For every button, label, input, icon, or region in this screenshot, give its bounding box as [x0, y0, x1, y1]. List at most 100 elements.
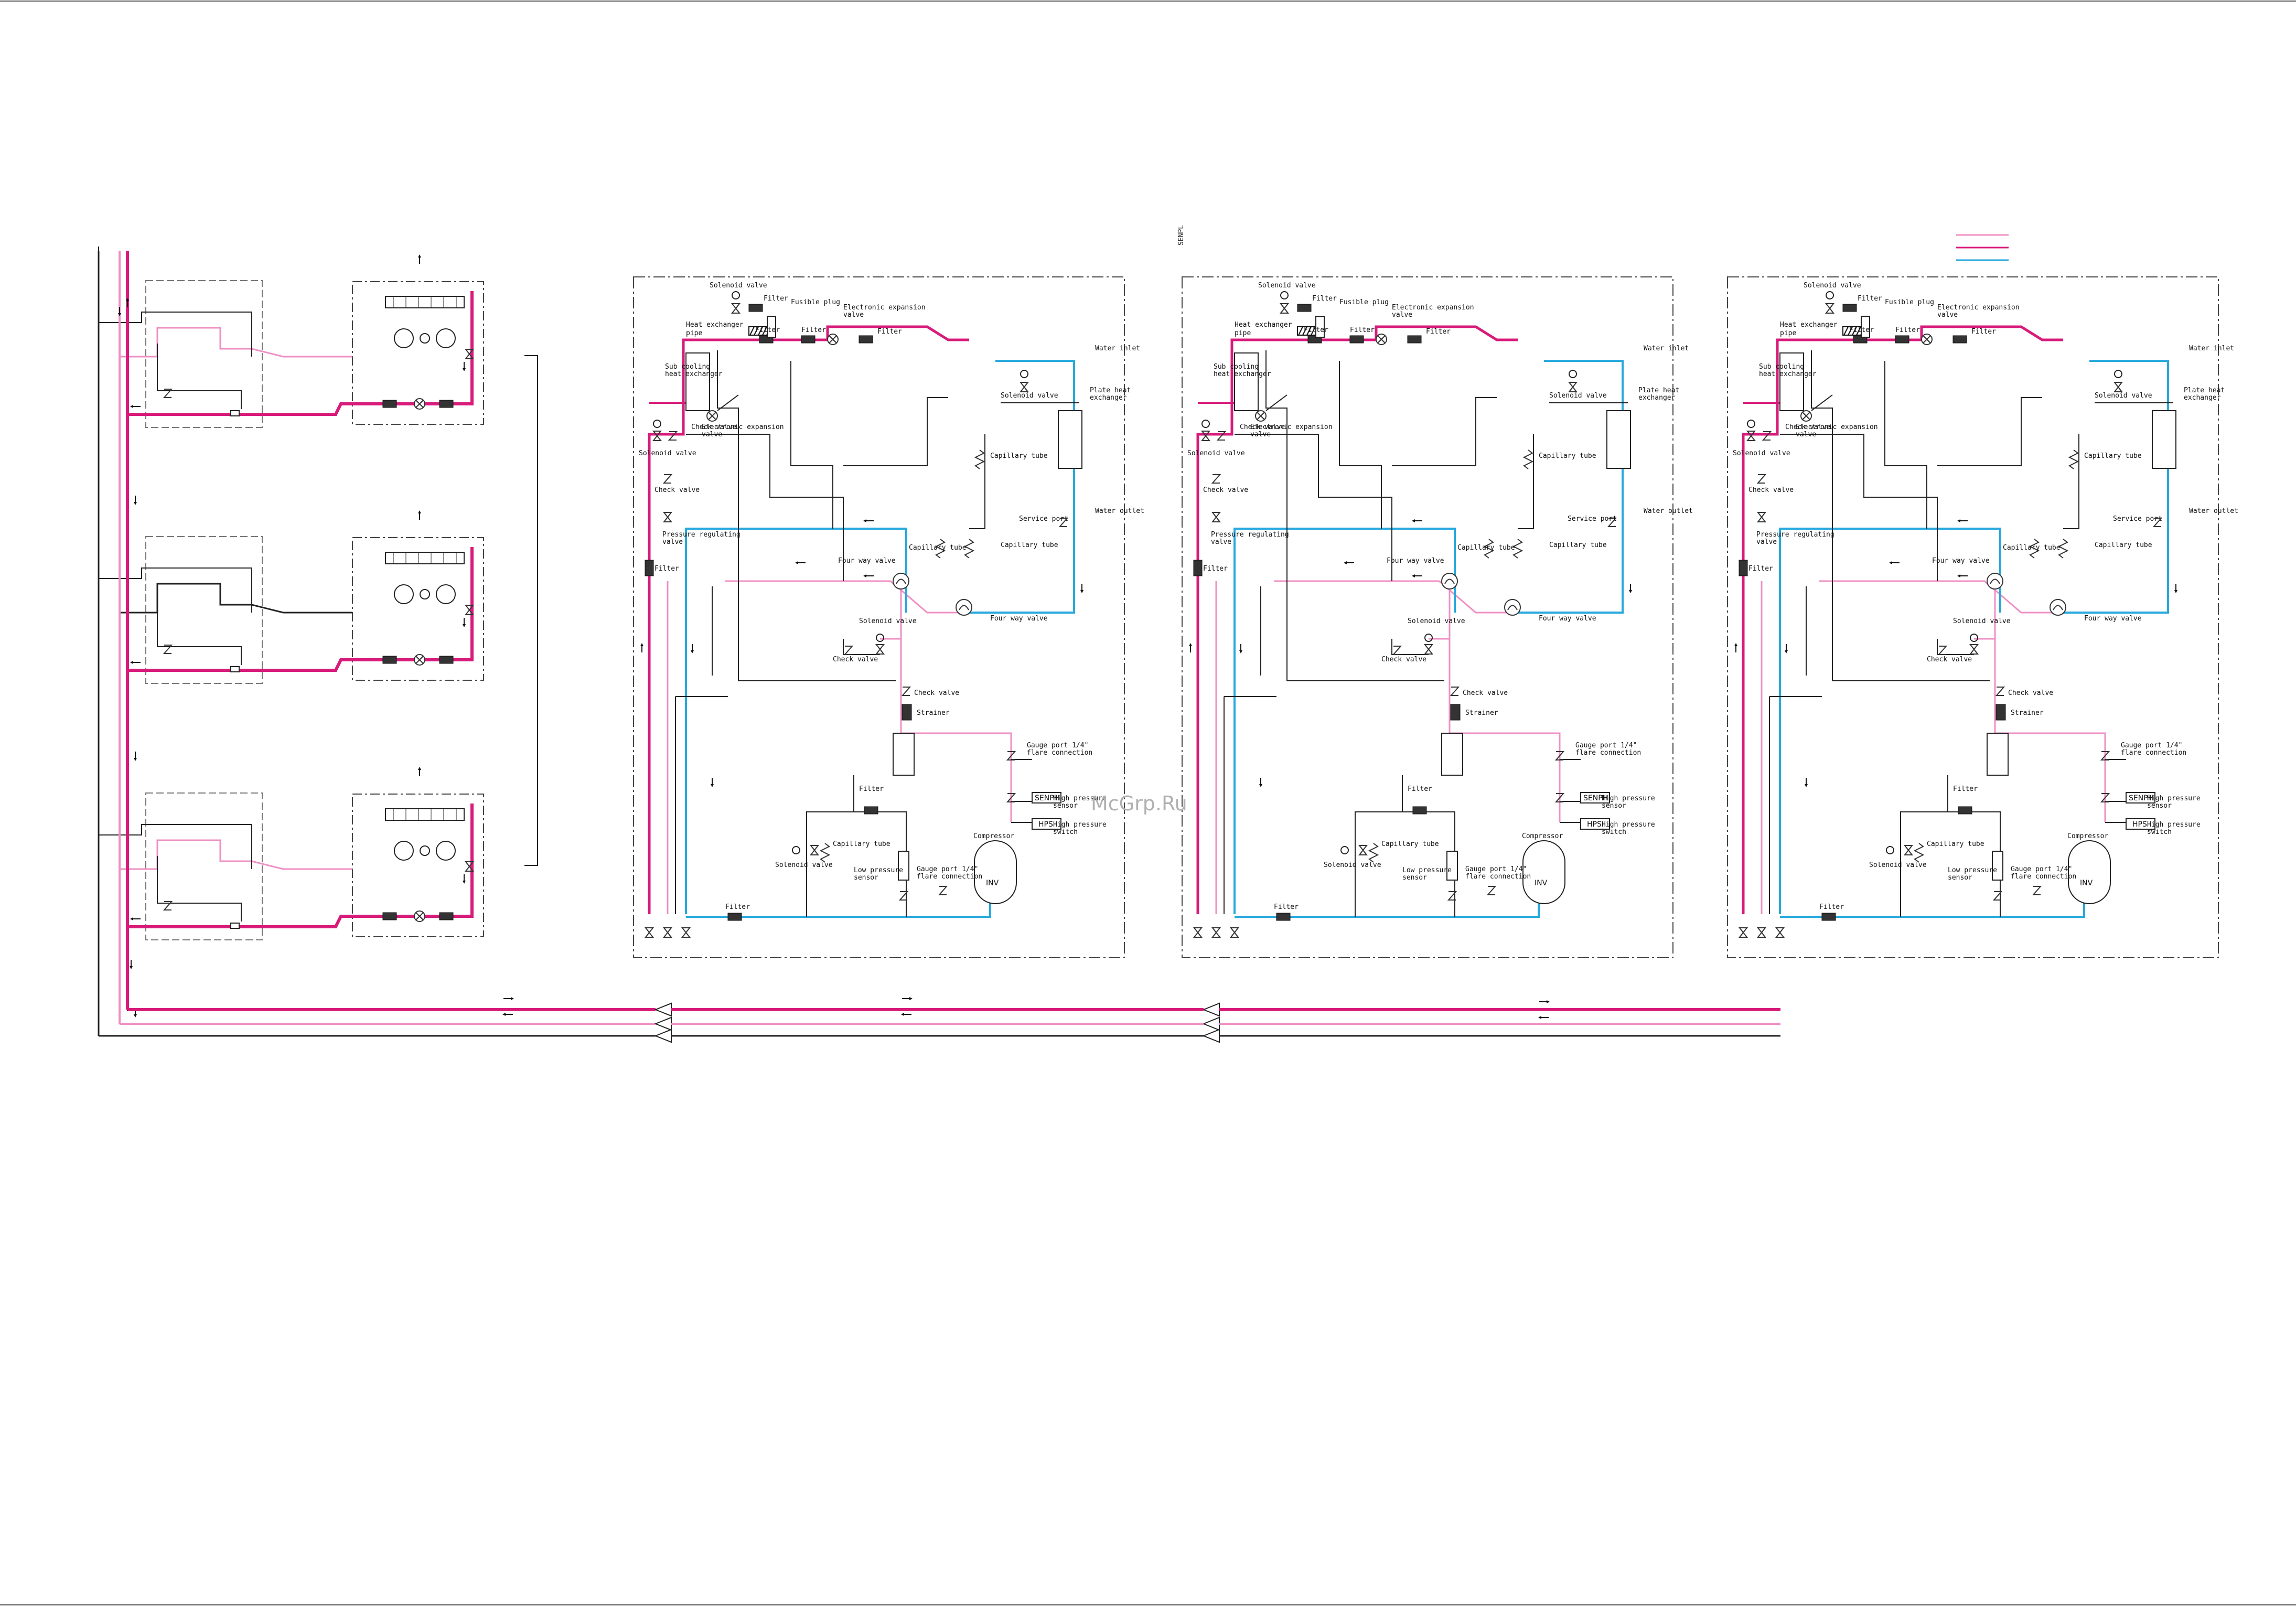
- label-check-valve-4: Check valve: [2008, 689, 2053, 697]
- gauge-port-symbol: [1554, 751, 1565, 760]
- service-valve-symbol: [644, 927, 655, 938]
- label-senph: SENPH: [1583, 794, 1608, 802]
- label-filter-left: Filter: [655, 565, 679, 573]
- label-service-port: Service port: [2113, 515, 2162, 523]
- valve-body: [1279, 303, 1290, 314]
- expansion-valve-cross: [1923, 335, 1931, 344]
- valve-body: [1775, 927, 1785, 938]
- four-way-valve-symbol: [956, 599, 972, 616]
- fusible-plug-symbol: [1861, 316, 1870, 338]
- check-valve-symbol: [163, 645, 173, 654]
- pipe-run: [806, 775, 854, 917]
- solenoid-valve-symbol: [1279, 303, 1290, 314]
- arrow-head: [711, 784, 714, 787]
- label-water-outlet: Water outlet: [1095, 507, 1144, 515]
- arrow-head: [130, 661, 133, 664]
- four-way-valve-body: [1504, 599, 1521, 616]
- pipe-run: [790, 361, 833, 529]
- liquid-return: [1974, 581, 1996, 640]
- filter-symbol: [1842, 304, 1857, 312]
- label-senpl: SENPL: [1177, 225, 1185, 245]
- arrow-head: [1957, 574, 1960, 577]
- branch-liquid-line: [120, 583, 352, 614]
- strainer-symbol: [1995, 704, 2006, 721]
- flow-arrow-down: [691, 644, 694, 653]
- pipe-run: [1355, 775, 1403, 917]
- pipe-junction: [654, 1002, 672, 1017]
- high-pressure-switch-box: [1580, 818, 1610, 830]
- label-capillary-tube-low: Capillary tube: [1381, 840, 1439, 848]
- solenoid-coil: [876, 634, 884, 642]
- hatch: [1856, 326, 1861, 336]
- check-valve-symbol: [1211, 474, 1221, 484]
- branch-discharge-line: [127, 291, 474, 416]
- filter-symbol: [1412, 806, 1427, 815]
- arrow-head: [418, 510, 421, 513]
- label-four-way-valve-1: Four way valve: [1387, 557, 1444, 565]
- indoor-coil: [385, 808, 465, 821]
- valve-body: [1756, 927, 1767, 938]
- gauge-port-symbol: [1992, 891, 2003, 901]
- arrow-head: [2174, 590, 2177, 593]
- filter-symbol: [727, 913, 742, 921]
- label-gauge-port-lp: Gauge port 1/4"flare connection: [1465, 865, 1531, 881]
- pressure-regulating-valve-symbol: [1211, 512, 1221, 522]
- label-water-inlet: Water inlet: [1644, 345, 1689, 352]
- label-solenoid-valve-low: Solenoid valve: [1869, 861, 1927, 869]
- solenoid-valve-symbol: [1423, 644, 1434, 655]
- suction-loop: [2053, 360, 2169, 614]
- valve-body: [1969, 644, 1979, 655]
- valve-symbol: [464, 605, 475, 615]
- branch-discharge-line: [127, 547, 474, 672]
- arrow-head: [640, 643, 643, 646]
- branch-return-line: [157, 344, 242, 409]
- solenoid-valve-symbol: [1019, 382, 1029, 392]
- label-capillary-tube-1: Capillary tube: [1539, 452, 1596, 460]
- check-valve-symbol: [1392, 646, 1402, 655]
- pressure-regulating-valve-symbol: [662, 512, 673, 522]
- flow-arrow-left: [1957, 519, 1968, 522]
- valve-body: [1019, 382, 1029, 392]
- label-strainer: Strainer: [1465, 709, 1498, 717]
- expansion-valve-symbol: [1921, 334, 1933, 345]
- gauge-port-symbol: [2032, 886, 2042, 895]
- label-filter-bottom: Filter: [725, 903, 750, 911]
- label-solenoid-valve-right: Solenoid valve: [2095, 392, 2152, 400]
- solenoid-valve-symbol: [1903, 845, 1914, 855]
- expansion-valve-cross: [415, 656, 424, 664]
- fan-motor-icon: [420, 589, 430, 599]
- airflow-arrow: [418, 510, 421, 520]
- label-solenoid-valve-top: Solenoid valve: [1804, 282, 1861, 290]
- capillary-tube-symbol: [1368, 843, 1379, 863]
- arrow-head: [126, 298, 129, 301]
- arrow-head: [1080, 590, 1083, 593]
- flow-arrow-left: [1412, 519, 1422, 522]
- fan-motor-icon: [420, 333, 430, 344]
- solenoid-valve-symbol: [1358, 845, 1368, 855]
- check-valve-symbol: [1762, 431, 1772, 441]
- arrow-head: [1538, 1016, 1541, 1019]
- arrow-head: [1239, 650, 1242, 653]
- label-inv: INV: [986, 879, 999, 887]
- flow-arrow-left: [863, 519, 874, 522]
- expansion-valve-cross: [1257, 412, 1265, 420]
- label-solenoid-valve-top: Solenoid valve: [710, 282, 767, 290]
- hatch: [1852, 326, 1857, 336]
- service-valve-symbol: [662, 927, 673, 938]
- liquid-to-gauge: [906, 732, 1012, 822]
- flow-arrow-right: [503, 997, 514, 1000]
- label-hps: HPS: [1587, 820, 1602, 829]
- pipe-run: [1884, 361, 1927, 529]
- pressure-regulating-valve-symbol: [1756, 512, 1767, 522]
- arrow-head: [134, 1014, 137, 1017]
- filter-symbol: [748, 304, 763, 312]
- pipe-junction: [654, 1016, 672, 1031]
- flow-arrow-right: [1539, 1000, 1550, 1003]
